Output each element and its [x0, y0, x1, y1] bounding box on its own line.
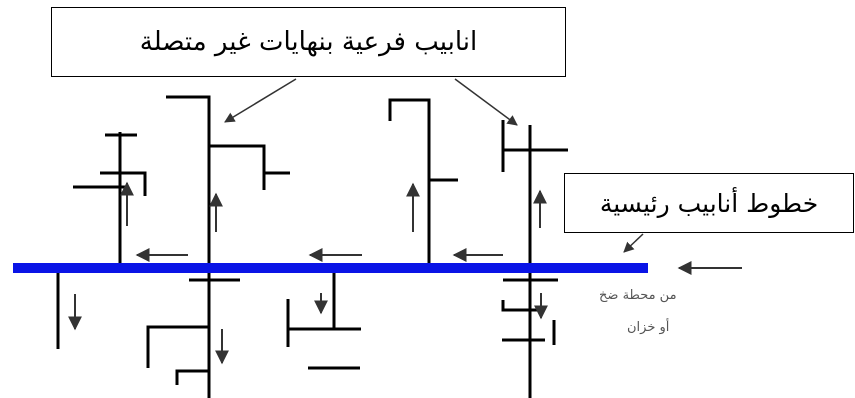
branch-pipes-bottom [56, 268, 558, 385]
source-label-line2: أو خزان [627, 320, 670, 335]
branch-pipes-top [73, 95, 568, 398]
source-label-line1: من محطة ضخ [599, 288, 677, 303]
main-pipes-label: خطوط أنابيب رئيسية [599, 188, 819, 218]
branch-pipes-callout: انابيب فرعية بنهايات غير متصلة [51, 7, 566, 77]
callout-pointers [224, 78, 644, 253]
main-pipes-callout: خطوط أنابيب رئيسية [564, 173, 854, 233]
branch-pipes-label: انابيب فرعية بنهايات غير متصلة [139, 27, 478, 57]
flow-arrows [68, 181, 742, 365]
